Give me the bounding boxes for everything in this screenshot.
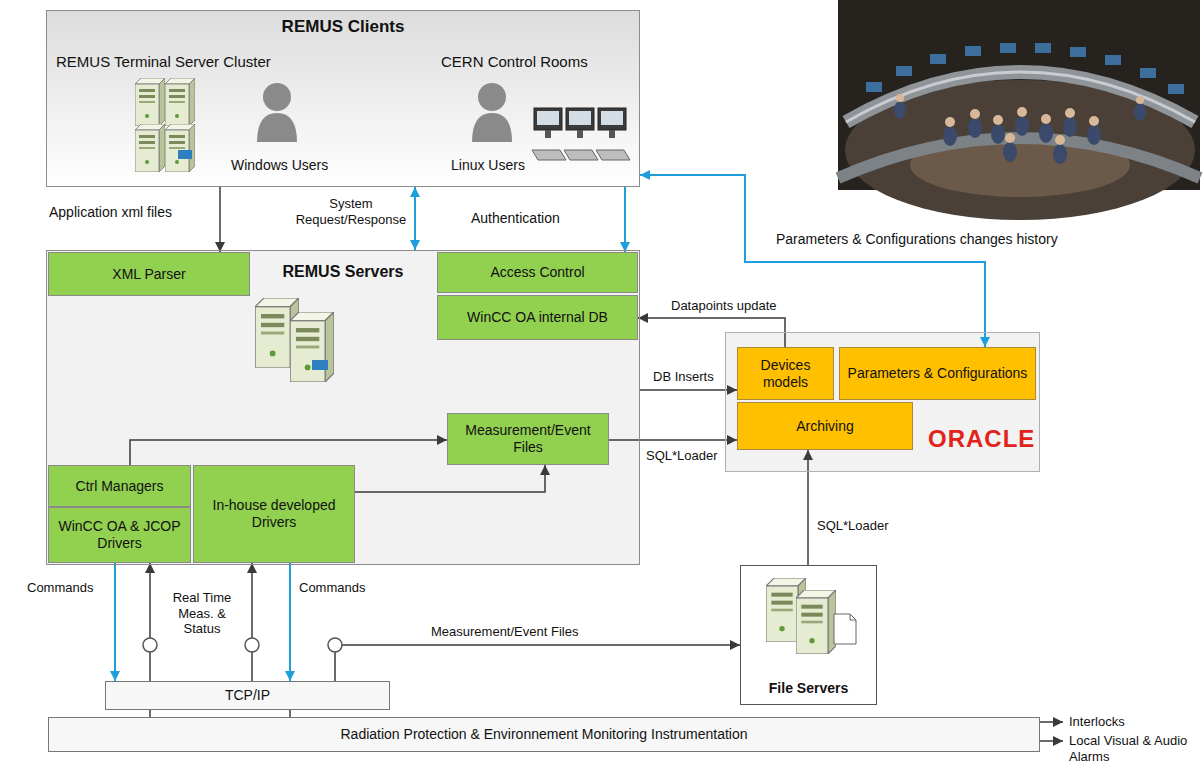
box-title: REMUS Clients [282, 17, 405, 37]
junction-circle [143, 638, 342, 652]
servers-ground [46, 250, 640, 565]
box-title: Archiving [796, 418, 854, 435]
edge-label: Real Time Meas. & Status [158, 590, 246, 637]
terminal-server-icon [135, 78, 195, 172]
edge-label: Datapoints update [670, 298, 778, 314]
output-label: Interlocks [1068, 714, 1126, 730]
control-room-monitors [532, 108, 630, 160]
database-box: Devices models [737, 347, 834, 400]
server-icon [255, 298, 334, 382]
box-title: File Servers [769, 680, 848, 697]
box-title: ORACLE [928, 425, 1035, 454]
connector [640, 175, 985, 347]
edge-label: Commands [26, 580, 94, 596]
module-box: XML Parser [48, 252, 250, 296]
module-box: Measurement/Event Files [447, 413, 609, 465]
output-label: Local Visual & Audio Alarms [1068, 733, 1200, 764]
server-group: REMUS Servers XML Parser Access ControlWin… [46, 250, 640, 565]
edge-label: Application xml files [48, 204, 173, 221]
network-bar: TCP/IP [105, 681, 390, 710]
oracle-ground [725, 332, 1040, 472]
connector [335, 645, 740, 681]
edge-label: Authentication [470, 210, 561, 227]
edge-label: SQL*Loader [645, 448, 719, 464]
connector [251, 563, 253, 681]
windows-user-icon [257, 83, 297, 142]
connector [149, 563, 151, 681]
edge-label: System Request/Response [292, 196, 410, 227]
module-box: WinCC OA & JCOP Drivers [48, 507, 191, 563]
connector [114, 563, 116, 681]
connector [219, 187, 221, 252]
database-box: Parameters & Configurations [839, 347, 1036, 400]
connector [355, 465, 545, 492]
file-server-box: File Servers [740, 565, 877, 705]
database-box: Archiving [737, 402, 913, 450]
box-title: WinCC OA internal DB [467, 309, 608, 326]
box-title: In-house developed Drivers [199, 497, 349, 531]
box-text: CERN Control Rooms [441, 53, 588, 71]
edge-label: Parameters & Configurations changes hist… [775, 231, 1059, 248]
connector [289, 563, 291, 681]
connector [414, 187, 416, 250]
edge-label: DB Inserts [652, 369, 715, 385]
module-box: Access Control [437, 252, 638, 293]
box-title: Ctrl Managers [76, 478, 164, 495]
file-server-icon [766, 578, 856, 654]
control-room-photo [838, 0, 1200, 220]
connector [624, 187, 626, 252]
module-box: Ctrl Managers [48, 465, 191, 507]
output-arrow [1040, 722, 1063, 741]
connector [149, 710, 151, 717]
connector [609, 439, 737, 441]
instrumentation-bar: Radiation Protection & Environnement Mon… [48, 717, 1040, 752]
box-title: XML Parser [112, 266, 185, 283]
module-box: WinCC OA internal DB [437, 295, 638, 340]
database-group: ORACLE Devices models Parameters & Configu… [725, 332, 1040, 472]
clients-ground [46, 10, 640, 187]
box-title: WinCC OA & JCOP Drivers [54, 518, 185, 552]
module-box: In-house developed Drivers [193, 465, 355, 563]
box-text: Windows Users [231, 157, 328, 174]
connector [130, 440, 447, 465]
linux-user-icon [472, 83, 512, 142]
box-title: Access Control [490, 264, 584, 281]
box-text: Linux Users [451, 157, 525, 174]
box-title: Parameters & Configurations [848, 365, 1028, 382]
edge-label: SQL*Loader [816, 518, 890, 534]
box-title: TCP/IP [225, 687, 270, 704]
edge-label: Measurement/Event Files [430, 624, 579, 640]
box-title: Radiation Protection & Environnement Mon… [341, 726, 748, 743]
box-text: REMUS Terminal Server Cluster [56, 53, 271, 71]
connector [289, 710, 291, 717]
box-title: REMUS Servers [283, 262, 404, 281]
client-group: REMUS ClientsREMUS Terminal Server Clust… [46, 10, 640, 187]
connector [640, 389, 737, 391]
box-title: Devices models [743, 357, 828, 391]
box-title: Measurement/Event Files [453, 422, 603, 456]
edge-label: Commands [298, 580, 366, 596]
connector [807, 450, 809, 565]
